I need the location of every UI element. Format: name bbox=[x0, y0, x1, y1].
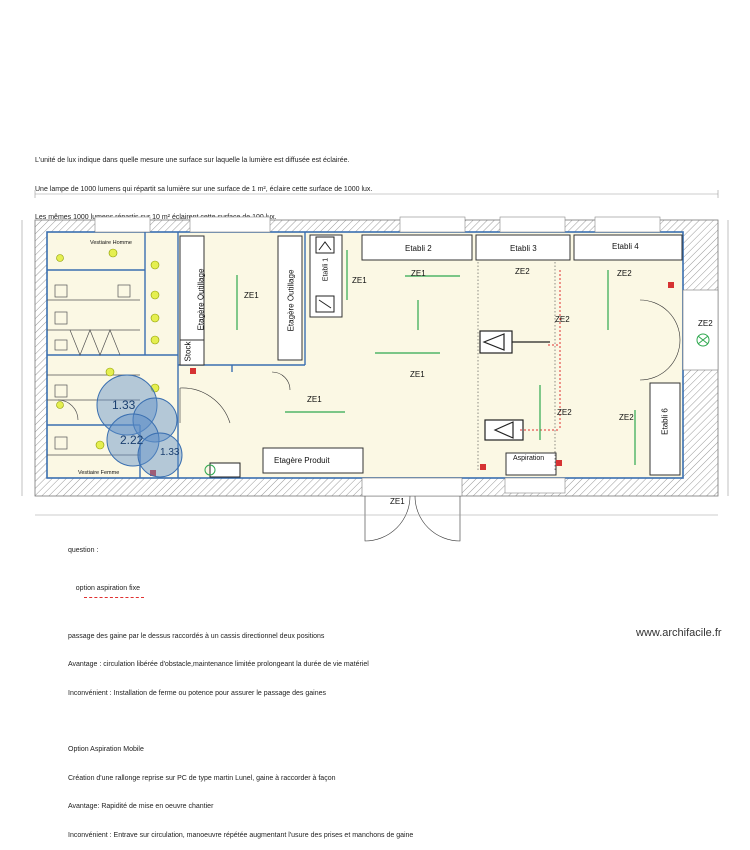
zone-label: ZE2 bbox=[698, 319, 713, 328]
machine bbox=[484, 419, 524, 441]
note-line: Avantage : circulation libérée d'obstacl… bbox=[68, 661, 369, 668]
window bbox=[399, 216, 466, 233]
room-label-etabli-2: Etabli 2 bbox=[405, 244, 432, 253]
watermark[interactable]: www.archifacile.fr bbox=[636, 627, 722, 639]
note-line: Inconvénient : Entrave sur circulation, … bbox=[68, 831, 414, 839]
note-line: Création d'une rallonge reprise sur PC d… bbox=[68, 774, 336, 782]
door-opening bbox=[682, 289, 719, 371]
room-label-vestiaire-homme: Vestiaire Homme bbox=[90, 240, 132, 246]
zone-label: ZE1 bbox=[307, 395, 322, 404]
room-label-etabli-3: Etabli 3 bbox=[510, 244, 537, 253]
room-label-aspiration: Aspiration bbox=[513, 455, 545, 462]
room-label-etagere-outillage: Etagère Outillage bbox=[286, 269, 296, 332]
aspiration-notes: question : option aspiration fixe passag… bbox=[68, 527, 413, 850]
zone-label: ZE2 bbox=[515, 267, 530, 276]
window bbox=[594, 216, 661, 233]
room-label-etagere-outillage: Etagère Outillage bbox=[196, 268, 206, 331]
note-line: Une lampe de 1000 lumens qui répartit sa… bbox=[35, 185, 373, 193]
zone-label: ZE2 bbox=[619, 413, 634, 422]
door-opening bbox=[361, 477, 463, 497]
note-line: Les mêmes 1000 lumens répartis sur 10 m²… bbox=[35, 214, 277, 221]
red-dashed-legend bbox=[83, 597, 144, 599]
window bbox=[499, 216, 566, 233]
window bbox=[504, 477, 566, 494]
note-line: L'unité de lux indique dans quelle mesur… bbox=[35, 157, 350, 164]
zone-label: ZE2 bbox=[617, 269, 632, 278]
circle-label: 2.22 bbox=[120, 433, 144, 447]
circle-label: 1.33 bbox=[160, 447, 180, 458]
room-label-etagere-produit: Etagère Produit bbox=[274, 456, 330, 465]
note-line: passage des gaine par le dessus raccordé… bbox=[68, 632, 325, 640]
machine bbox=[209, 462, 241, 478]
room-label-etabli-4: Etabli 4 bbox=[612, 242, 639, 251]
machine bbox=[479, 330, 513, 354]
zone-label: ZE1 bbox=[390, 497, 405, 506]
zone-label: ZE1 bbox=[352, 276, 367, 285]
room-label-etabli-6: Etabli 6 bbox=[660, 408, 670, 435]
zone-label: ZE1 bbox=[410, 370, 425, 379]
note-line: Avantage: Rapidité de mise en oeuvre cha… bbox=[68, 803, 214, 810]
zone-label: ZE1 bbox=[244, 291, 259, 300]
circle-label: 1.33 bbox=[112, 398, 136, 412]
note-line: Inconvénient : Installation de ferme ou … bbox=[68, 689, 326, 697]
room-label-stock: Stock bbox=[183, 341, 193, 362]
note-line: option aspiration fixe bbox=[75, 585, 140, 592]
room-label-vestiaire-femme: Vestiaire Femme bbox=[78, 470, 120, 476]
zone-label: ZE2 bbox=[557, 408, 572, 417]
zone-label: ZE1 bbox=[411, 269, 426, 278]
room-label-etabli-1: Etabli 1 bbox=[322, 257, 330, 282]
zone-label: ZE2 bbox=[555, 315, 570, 324]
note-line: question : bbox=[68, 547, 99, 554]
